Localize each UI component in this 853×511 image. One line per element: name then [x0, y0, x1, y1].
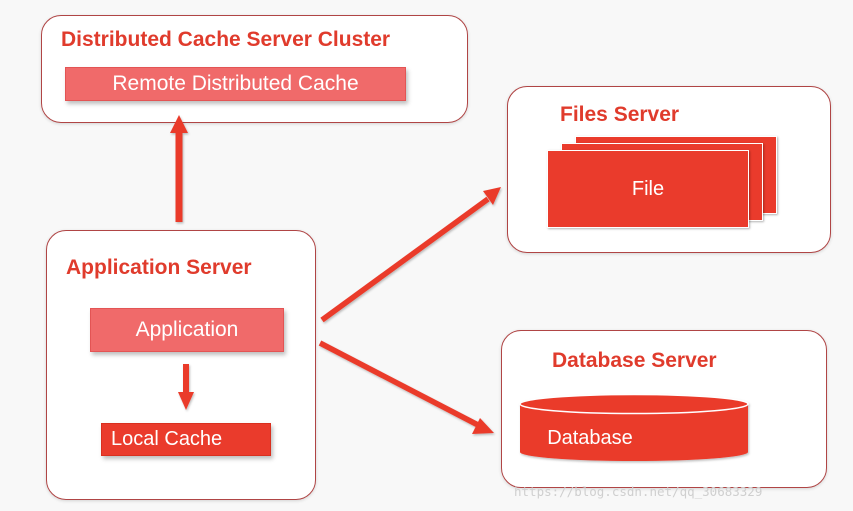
arrow-app-to-cache — [170, 115, 188, 222]
application-server-title: Application Server — [66, 256, 252, 279]
arrow-app-to-database — [318, 340, 494, 434]
database-server-title: Database Server — [552, 349, 717, 372]
files-server-title: Files Server — [560, 103, 680, 126]
cache-cluster-title: Distributed Cache Server Cluster — [61, 28, 391, 51]
watermark-url: https://blog.csdn.net/qq_30683329 — [514, 484, 763, 499]
remote-distributed-cache-node: Remote Distributed Cache — [65, 67, 406, 101]
arrow-app-to-files — [320, 187, 501, 323]
application-node: Application — [90, 308, 284, 352]
file-label: File — [631, 177, 665, 200]
database-label: Database — [547, 426, 633, 449]
file-stack-front — [547, 150, 749, 228]
local-cache-node: Local Cache — [101, 423, 271, 456]
